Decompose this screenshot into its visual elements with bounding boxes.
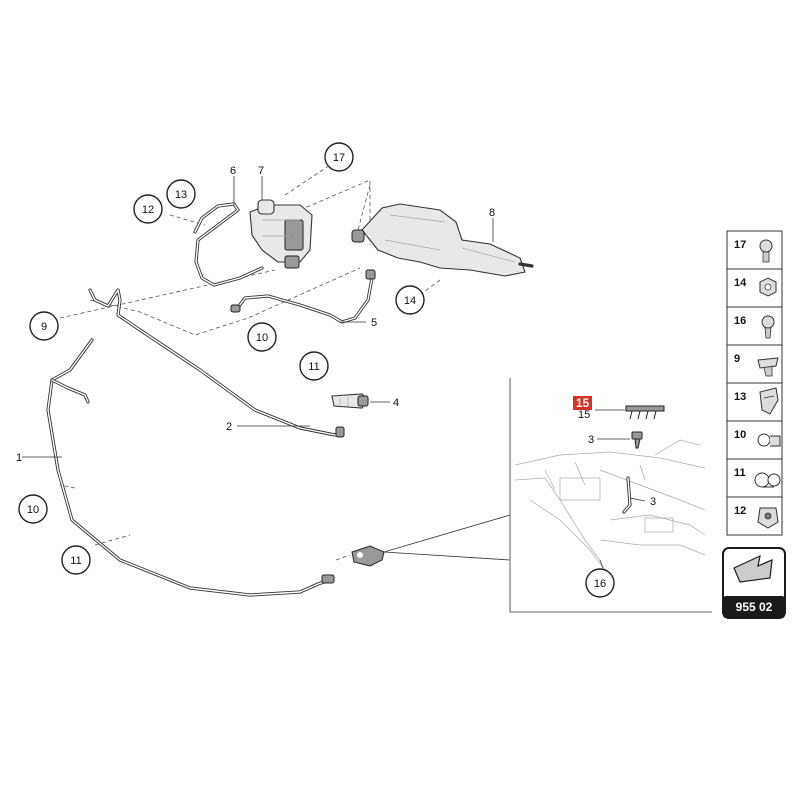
svg-text:11: 11 bbox=[308, 361, 319, 373]
washer-fluid-tank[interactable] bbox=[351, 203, 534, 277]
svg-text:16: 16 bbox=[594, 578, 606, 590]
clip-15[interactable] bbox=[625, 405, 665, 420]
connector-hose-5-start bbox=[230, 304, 241, 313]
svg-text:15: 15 bbox=[576, 396, 590, 410]
washer-nozzle[interactable] bbox=[331, 393, 369, 409]
hose-6[interactable] bbox=[193, 202, 264, 287]
label-2[interactable]: 2 bbox=[226, 421, 232, 433]
legend-item-16[interactable]: 16 bbox=[726, 306, 783, 346]
engine-bay-sketch bbox=[514, 439, 706, 571]
label-3-bottom[interactable]: 3 bbox=[650, 496, 656, 508]
label-15-highlight[interactable]: 15 bbox=[573, 396, 592, 410]
screw-3[interactable] bbox=[631, 431, 643, 449]
svg-text:16: 16 bbox=[734, 315, 746, 327]
label-7[interactable]: 7 bbox=[258, 165, 264, 177]
svg-text:9: 9 bbox=[734, 353, 740, 365]
legend-item-9[interactable]: 9 bbox=[726, 344, 783, 384]
fastener-legend: 17 14 16 9 bbox=[726, 230, 783, 536]
label-3-top[interactable]: 3 bbox=[588, 434, 594, 446]
bracket-icon bbox=[759, 387, 779, 415]
label-15: 15 bbox=[578, 409, 590, 421]
svg-text:10: 10 bbox=[734, 429, 746, 441]
svg-text:9: 9 bbox=[41, 321, 47, 333]
clip-icon bbox=[757, 357, 779, 377]
legend-item-10[interactable]: 10 bbox=[726, 420, 783, 460]
label-4[interactable]: 4 bbox=[393, 397, 399, 409]
screw-icon bbox=[759, 239, 773, 263]
svg-text:10: 10 bbox=[27, 504, 39, 516]
callout-9[interactable]: 9 bbox=[29, 311, 59, 341]
hose-2[interactable] bbox=[88, 288, 344, 437]
svg-text:17: 17 bbox=[333, 152, 345, 164]
connector-hose-2-end bbox=[335, 426, 345, 438]
callout-14[interactable]: 14 bbox=[395, 285, 425, 315]
svg-text:10: 10 bbox=[256, 332, 268, 344]
svg-text:11: 11 bbox=[734, 467, 746, 479]
bolt-icon bbox=[761, 315, 775, 339]
callout-10-upper[interactable]: 10 bbox=[247, 322, 277, 352]
svg-text:14: 14 bbox=[734, 277, 747, 289]
reference-code: 955 02 bbox=[736, 600, 773, 614]
callout-11-lower[interactable]: 11 bbox=[61, 545, 91, 575]
hose-1[interactable] bbox=[46, 338, 332, 597]
detail-view bbox=[383, 378, 712, 613]
arrow-icon bbox=[733, 554, 773, 583]
connector-hose-5-end bbox=[365, 269, 376, 280]
callout-12[interactable]: 12 bbox=[133, 194, 163, 224]
clamp-icon bbox=[754, 472, 781, 488]
callout-11-upper[interactable]: 11 bbox=[299, 351, 329, 381]
svg-text:11: 11 bbox=[70, 555, 81, 567]
callout-leaders bbox=[22, 176, 646, 569]
washer-pump-assembly[interactable] bbox=[249, 199, 313, 269]
legend-item-17[interactable]: 17 bbox=[726, 230, 783, 270]
callout-17[interactable]: 17 bbox=[324, 142, 354, 172]
reference-badge[interactable]: 955 02 bbox=[722, 547, 786, 619]
svg-text:12: 12 bbox=[142, 204, 154, 216]
nozzle-holder[interactable] bbox=[351, 545, 385, 567]
svg-text:14: 14 bbox=[404, 295, 416, 307]
label-5[interactable]: 5 bbox=[371, 317, 377, 329]
callout-13[interactable]: 13 bbox=[166, 179, 196, 209]
svg-text:12: 12 bbox=[734, 505, 746, 517]
callout-10-lower[interactable]: 10 bbox=[18, 494, 48, 524]
svg-text:17: 17 bbox=[734, 239, 746, 251]
svg-text:13: 13 bbox=[175, 189, 187, 201]
legend-item-13[interactable]: 13 bbox=[726, 382, 783, 422]
legend-item-12[interactable]: 12 bbox=[726, 496, 783, 536]
legend-item-14[interactable]: 14 bbox=[726, 268, 783, 308]
nut-icon bbox=[759, 277, 777, 297]
callout-16[interactable]: 16 bbox=[585, 568, 615, 598]
legend-item-11[interactable]: 11 bbox=[726, 458, 783, 498]
hose-5[interactable] bbox=[234, 276, 374, 324]
svg-text:13: 13 bbox=[734, 391, 746, 403]
retainer-icon bbox=[757, 507, 779, 529]
label-6[interactable]: 6 bbox=[230, 165, 236, 177]
hose-clip-icon bbox=[757, 433, 781, 447]
connector-hose-1-end bbox=[321, 574, 335, 584]
label-8[interactable]: 8 bbox=[489, 207, 495, 219]
label-1[interactable]: 1 bbox=[16, 452, 22, 464]
